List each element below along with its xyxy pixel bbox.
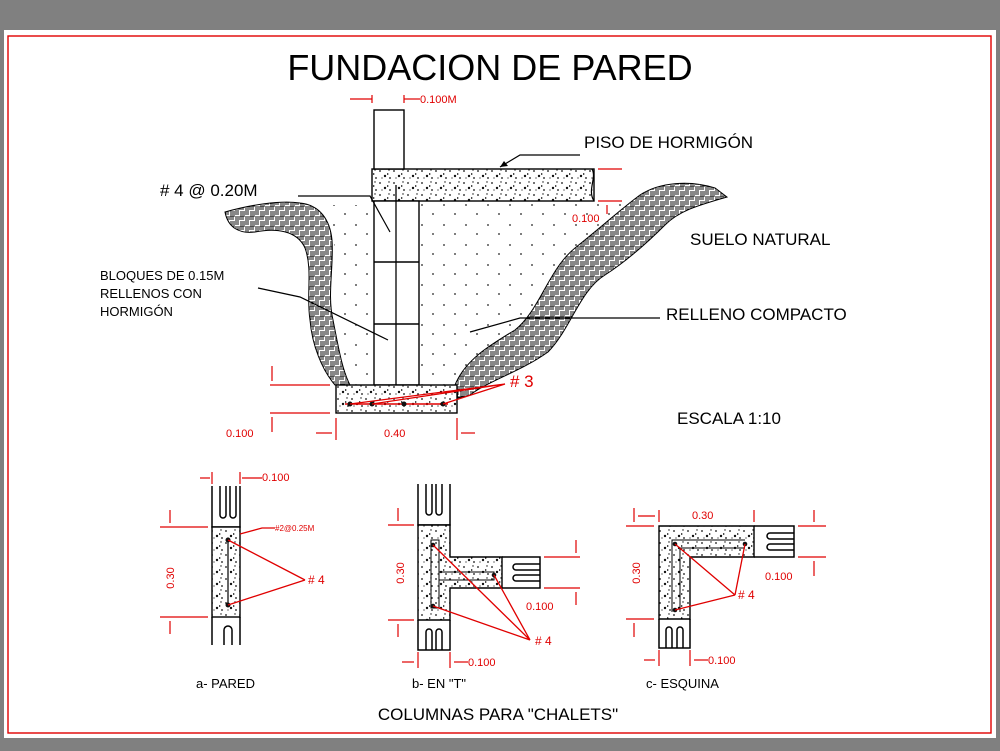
svg-text:# 4: # 4 <box>308 573 325 587</box>
scale-label: ESCALA 1:10 <box>677 409 781 428</box>
column-wall-caption: a- PARED <box>196 676 255 691</box>
column-corner-caption: c- ESQUINA <box>646 676 719 691</box>
svg-text:BLOQUES DE 0.15M: BLOQUES DE 0.15M <box>100 268 224 283</box>
rebar-spacing-label: # 4 @ 0.20M <box>160 181 258 200</box>
svg-text:0.100: 0.100 <box>708 655 736 667</box>
svg-text:0.40: 0.40 <box>384 428 405 440</box>
svg-text:0.100: 0.100 <box>572 213 600 225</box>
wall-above-floor <box>373 109 405 170</box>
svg-text:0.30: 0.30 <box>692 510 713 522</box>
compacted-fill-label: RELLENO COMPACTO <box>666 305 847 324</box>
slab-thickness-dimension: 0.100 <box>572 168 622 225</box>
foundation-section: 0.100M PISO DE HORMIGÓN 0.100 # 4 @ 0.20… <box>100 94 847 440</box>
svg-text:# 4: # 4 <box>738 588 755 602</box>
page-title: FUNDACION DE PARED <box>287 47 692 88</box>
frame-border <box>7 35 992 734</box>
svg-text:0.30: 0.30 <box>631 562 643 583</box>
svg-text:0.100: 0.100 <box>526 601 554 613</box>
column-tee-caption: b- EN "T" <box>412 676 466 691</box>
footing-rebar-label: # 3 <box>510 372 534 391</box>
floor-label: PISO DE HORMIGÓN <box>584 133 753 152</box>
blocks-label: BLOQUES DE 0.15M RELLENOS CON HORMIGÓN <box>100 268 224 319</box>
natural-soil-label: SUELO NATURAL <box>690 230 830 249</box>
svg-text:0.100: 0.100 <box>262 472 290 484</box>
svg-text:0.30: 0.30 <box>395 562 407 583</box>
svg-text:0.30: 0.30 <box>165 567 177 588</box>
svg-text:0.100M: 0.100M <box>420 94 457 106</box>
wall-width-dimension: 0.100M <box>350 94 457 106</box>
svg-text:0.100: 0.100 <box>468 657 496 669</box>
columns-caption: COLUMNAS PARA "CHALETS" <box>378 705 618 724</box>
column-wall-detail: 0.100 0.30 #2@0.25M # 4 a- PARED <box>160 472 325 691</box>
natural-soil-right <box>454 182 729 399</box>
column-corner-detail: 0.30 0.30 0.100 0.100 # 4 c- ESQUINA <box>626 508 826 691</box>
concrete-floor-slab <box>371 168 595 202</box>
footing-height-dimension: 0.100 <box>226 366 330 440</box>
footing-width-dimension: 0.40 <box>316 418 475 440</box>
svg-text:RELLENOS CON: RELLENOS CON <box>100 286 202 301</box>
svg-text:0.100: 0.100 <box>226 428 254 440</box>
svg-text:#2@0.25M: #2@0.25M <box>275 524 315 533</box>
svg-text:HORMIGÓN: HORMIGÓN <box>100 304 173 319</box>
svg-text:0.100: 0.100 <box>765 571 793 583</box>
svg-text:# 4: # 4 <box>535 634 552 648</box>
footing <box>335 384 458 414</box>
column-tee-detail: 0.30 0.100 0.100 # 4 b- EN "T" <box>388 484 580 691</box>
